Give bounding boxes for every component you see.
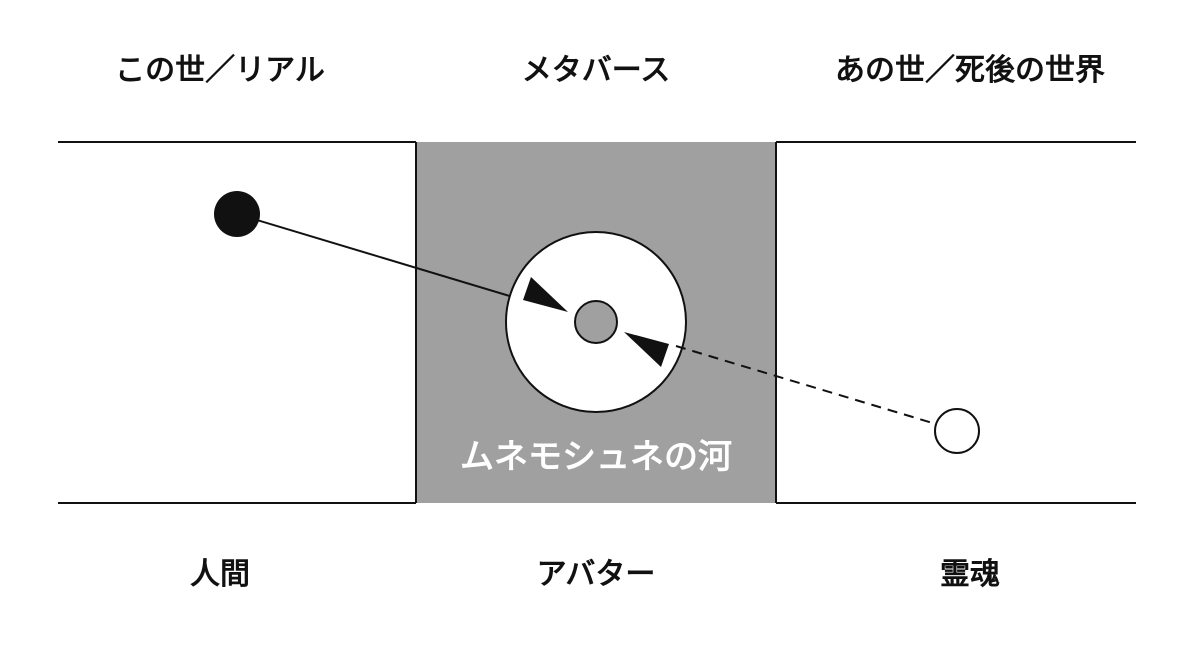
real-world-title: この世／リアル (115, 53, 325, 88)
afterlife-title: あの世／死後の世界 (835, 53, 1105, 88)
human-dot (214, 191, 260, 237)
avatar-core-circle (574, 300, 618, 344)
avatar-to-soul-dashed-line (675, 345, 937, 425)
human-label: 人間 (190, 557, 250, 592)
outbound-arrow-icon (624, 332, 669, 367)
avatar-label: アバター (536, 557, 656, 592)
metaverse-title: メタバース (521, 53, 671, 88)
inbound-arrow-icon (523, 277, 568, 312)
river-label: ムネモシュネの河 (460, 437, 732, 477)
soul-label: 霊魂 (940, 557, 1000, 592)
soul-dot (934, 408, 980, 454)
